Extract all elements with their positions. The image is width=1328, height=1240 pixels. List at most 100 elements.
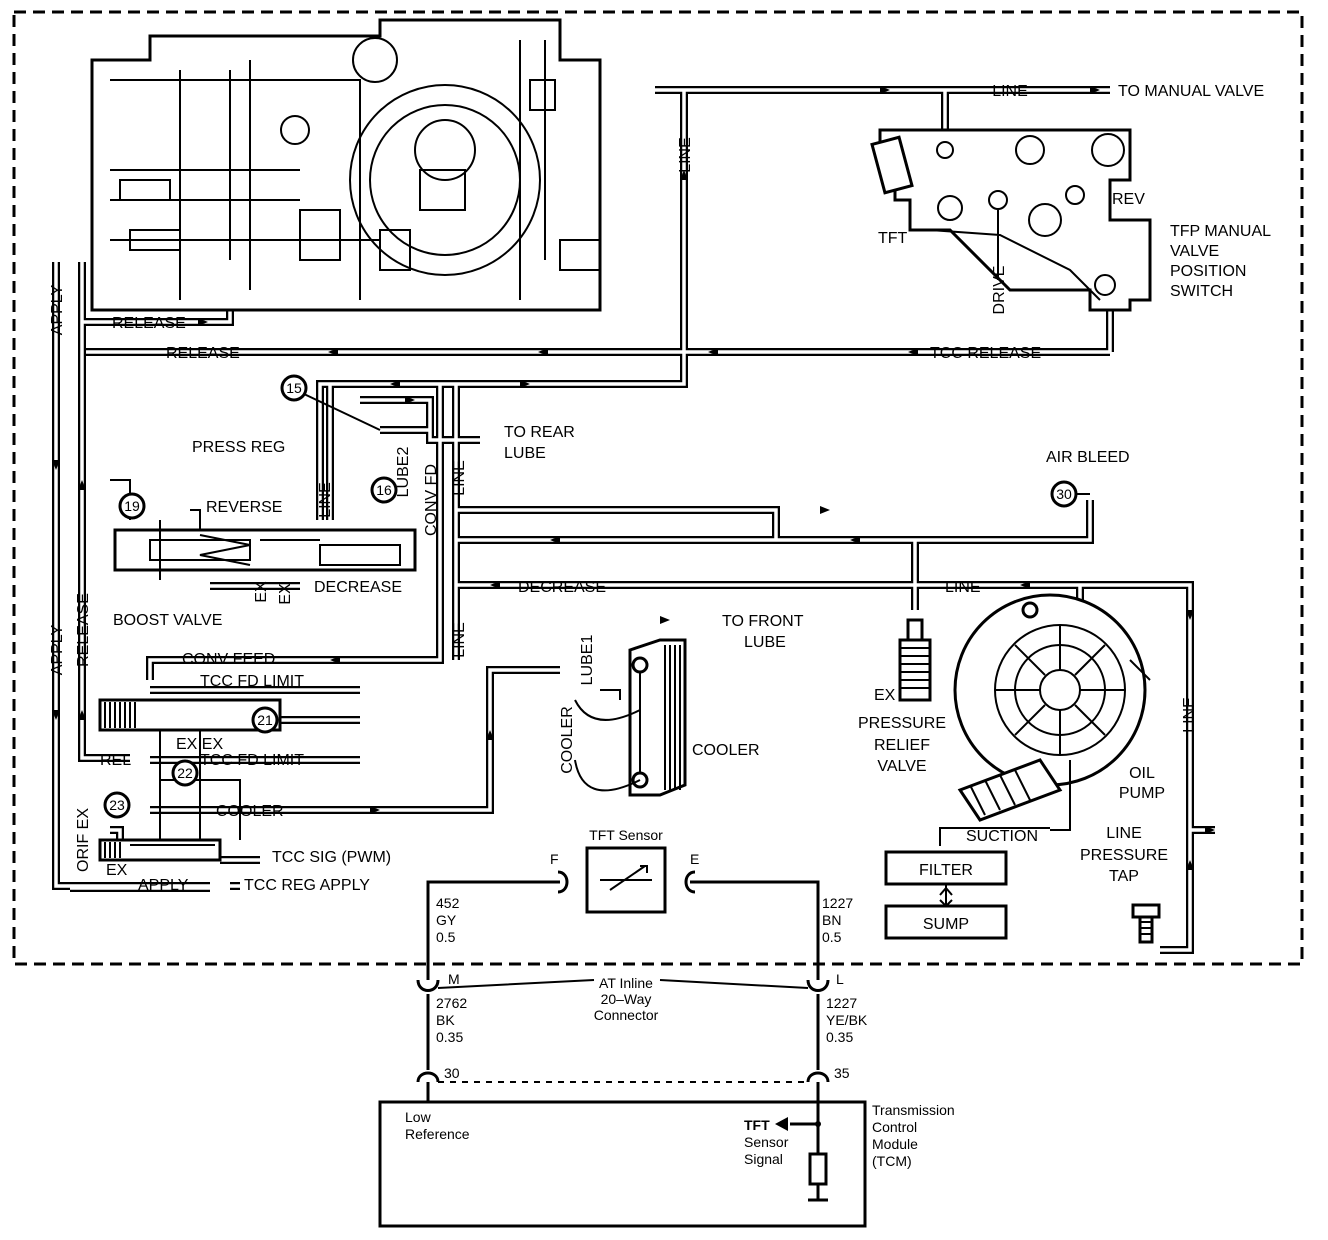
wire-right-top-1: 1227	[822, 895, 853, 911]
wire-left-top-1: 452	[436, 895, 460, 911]
label-air-bleed: AIR BLEED	[1046, 449, 1130, 466]
label-sump: SUMP	[923, 916, 969, 933]
callout-16: 16	[376, 482, 392, 498]
label-conv-fd: CONV FD	[423, 464, 440, 536]
label-pin-30: 30	[444, 1065, 460, 1081]
label-relief-3: VALVE	[877, 758, 926, 775]
transmission-case	[90, 18, 602, 312]
tcm-box	[378, 1100, 867, 1228]
label-release-2: RELEASE	[166, 345, 240, 362]
wire-right-bottom-3: 0.35	[826, 1029, 853, 1045]
label-release-vert: RELEASE	[75, 593, 92, 667]
label-ex-ex: EX EX	[176, 736, 223, 753]
label-line-4: LINE	[317, 482, 334, 518]
label-tft: TFT	[878, 230, 908, 247]
label-low-ref-1: Low	[405, 1109, 432, 1125]
label-tcm-4: (TCM)	[872, 1153, 912, 1169]
label-tcm-1: Transmission	[872, 1102, 955, 1118]
label-tcc-fd-limit-1: TCC FD LIMIT	[200, 673, 304, 690]
label-tcc-reg-apply: TCC REG APPLY	[244, 877, 370, 894]
label-tcc-fd-limit-2: TCC FD LIMIT	[200, 752, 304, 769]
label-tcc-sig: TCC SIG (PWM)	[272, 849, 391, 866]
label-tft-signal-2: Sensor	[744, 1134, 789, 1150]
label-line-6: LINE	[451, 622, 468, 658]
label-ex-2: EX	[277, 583, 294, 605]
wire-left-bottom-3: 0.35	[436, 1029, 463, 1045]
label-tfp-3: POSITION	[1170, 263, 1246, 280]
electrical-circuit: TFT Sensor F E 452 GY 0.5 1227 BN 0.5 M …	[378, 827, 955, 1228]
label-ex-1: EX	[253, 581, 270, 603]
label-rev: REV	[1112, 191, 1145, 208]
connector-1: AT Inline	[599, 975, 653, 991]
label-pin-m: M	[448, 971, 460, 987]
wire-left-top-2: GY	[436, 912, 457, 928]
label-tcm-2: Control	[872, 1119, 917, 1135]
label-tfp-2: VALVE	[1170, 243, 1219, 260]
label-suction: SUCTION	[966, 828, 1038, 845]
label-low-ref-2: Reference	[405, 1126, 470, 1142]
label-pin-l: L	[836, 971, 844, 987]
label-filter: FILTER	[919, 862, 973, 879]
filter-box	[884, 850, 1008, 886]
label-line-3: LINE	[451, 460, 468, 496]
wire-left-top-3: 0.5	[436, 929, 456, 945]
callout-15: 15	[286, 380, 302, 396]
label-cooler-2: COOLER	[559, 706, 576, 774]
connector-3: Connector	[594, 1007, 659, 1023]
label-to-manual-valve: TO MANUAL VALVE	[1118, 83, 1264, 100]
label-to-front-lube-1: TO FRONT	[722, 613, 804, 630]
label-boost-valve: BOOST VALVE	[113, 612, 222, 629]
label-tcc-release: TCC RELEASE	[930, 345, 1041, 362]
label-oil-pump-1: OIL	[1129, 765, 1155, 782]
label-to-rear-lube-1: TO REAR	[504, 424, 575, 441]
wire-right-top-2: BN	[822, 912, 841, 928]
hydraulic-labels: LINE TO MANUAL VALVE LINE RELEASE RELEAS…	[49, 83, 1271, 933]
label-apply-top: APPLY	[49, 284, 66, 335]
label-tft-sensor: TFT Sensor	[589, 827, 663, 843]
pressure-regulator-valve	[110, 479, 417, 580]
label-decrease-1: DECREASE	[314, 579, 402, 596]
sump-box	[884, 904, 1008, 940]
label-to-rear-lube-2: LUBE	[504, 445, 546, 462]
label-ex-4: EX	[874, 687, 896, 704]
label-tap-3: TAP	[1109, 868, 1139, 885]
label-pin-e: E	[690, 851, 699, 867]
label-relief-1: PRESSURE	[858, 715, 946, 732]
filter-links	[939, 827, 1050, 908]
label-cooler-1: COOLER	[216, 803, 284, 820]
callout-circles	[103, 374, 1090, 819]
callout-23: 23	[109, 797, 125, 813]
label-rel: REL	[100, 752, 131, 769]
label-tcm-3: Module	[872, 1136, 918, 1152]
wire-left-bottom-1: 2762	[436, 995, 467, 1011]
label-conv-feed: CONV FEED	[182, 651, 275, 668]
label-lube1: LUBE1	[579, 635, 596, 686]
label-oil-pump-2: PUMP	[1119, 785, 1165, 802]
tcc-regulator-valves	[98, 698, 282, 862]
hydraulic-passages	[52, 86, 1215, 954]
label-pin-f: F	[550, 851, 559, 867]
label-pin-35: 35	[834, 1065, 850, 1081]
callout-22: 22	[177, 765, 193, 781]
label-press-reg: PRESS REG	[192, 439, 285, 456]
label-orif-ex: ORIF EX	[75, 808, 92, 872]
label-tfp-4: SWITCH	[1170, 283, 1233, 300]
label-apply-vert: APPLY	[49, 624, 66, 675]
label-lube2: LUBE2	[395, 447, 412, 498]
wire-right-bottom-1: 1227	[826, 995, 857, 1011]
connector-2: 20–Way	[601, 991, 652, 1007]
label-apply-bottom: APPLY	[138, 877, 189, 894]
label-line-vertical: LINE	[677, 137, 694, 173]
tfp-switch-assembly	[870, 128, 1152, 312]
label-tap-1: LINE	[1106, 825, 1142, 842]
cooler	[574, 638, 687, 797]
label-tfp-1: TFP MANUAL	[1170, 223, 1271, 240]
label-tft-signal-3: Signal	[744, 1151, 783, 1167]
label-release-1: RELEASE	[112, 315, 186, 332]
label-decrease-2: DECREASE	[518, 579, 606, 596]
label-tft-signal-1: TFT	[744, 1117, 770, 1133]
callout-19: 19	[124, 498, 140, 514]
wire-right-top-3: 0.5	[822, 929, 842, 945]
label-tap-2: PRESSURE	[1080, 847, 1168, 864]
